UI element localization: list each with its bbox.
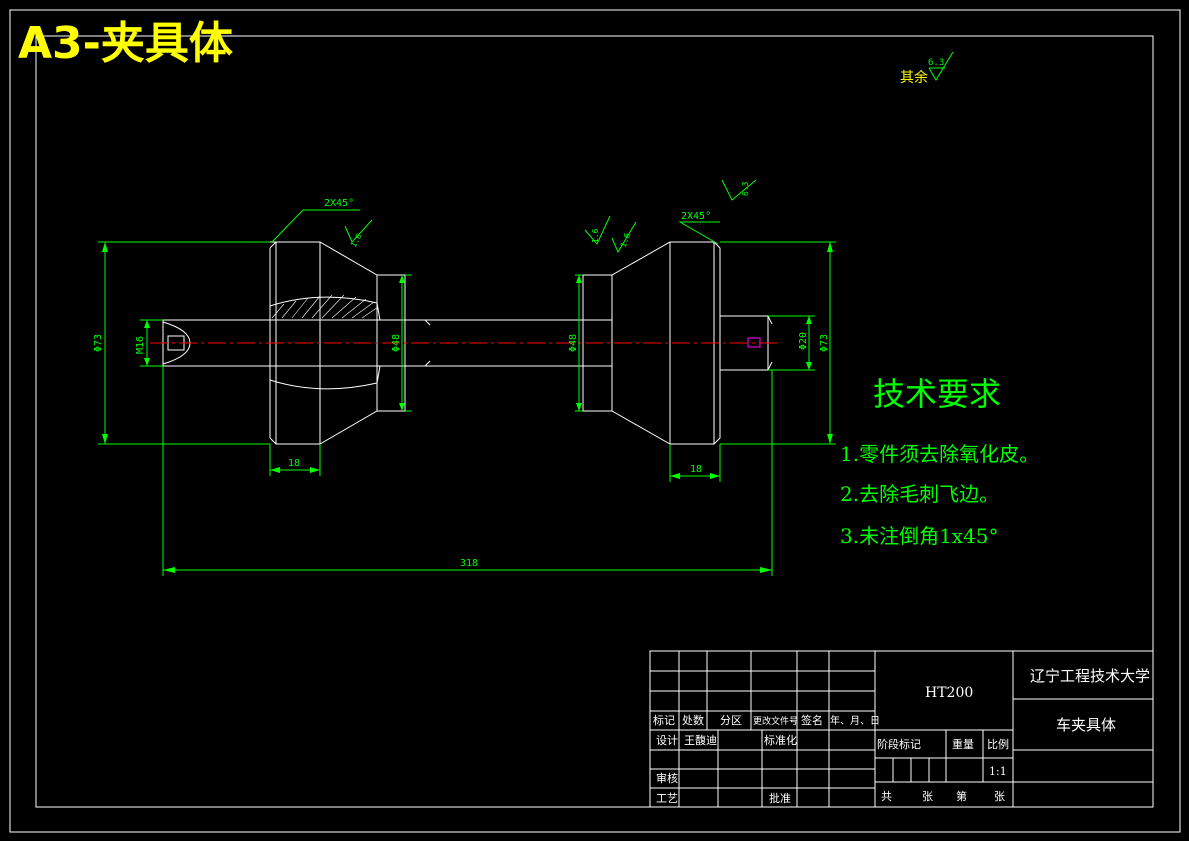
label-change-doc: 更改文件号 [753, 715, 798, 727]
tech-req-item: 2.去除毛刺飞边。 [840, 482, 999, 506]
label-total: 共 [881, 790, 892, 803]
roughness-face-value: 6.3 [741, 181, 750, 196]
right-part [424, 241, 773, 445]
label-approve: 批准 [769, 791, 791, 805]
label-scale: 比例 [987, 737, 1009, 751]
tech-req-title: 技术要求 [873, 375, 1001, 413]
dimension-arrows [102, 242, 833, 573]
label-zone: 分区 [720, 714, 742, 727]
dimension-lines [98, 209, 836, 576]
roughness-general-value: 6.3 [928, 58, 944, 68]
label-stage: 阶段标记 [877, 737, 921, 751]
roughness-mid-a-value: 1.6 [591, 228, 600, 243]
label-count: 处数 [682, 714, 704, 727]
roughness-left-value: 1.6 [349, 232, 364, 249]
label-sheets-a: 张 [922, 790, 933, 803]
dia-right-small-label: Φ20 [798, 332, 809, 350]
width-right-label: 18 [690, 464, 702, 475]
outer-border [9, 9, 1181, 833]
tech-req-item: 1.零件须去除氧化皮。 [840, 442, 1039, 466]
chamfer-left-label: 2X45° [324, 198, 354, 209]
dia-right-inner-label: Φ48 [568, 334, 579, 352]
part-roughness-marks [344, 179, 757, 254]
label-date: 年、月、日 [830, 714, 880, 727]
drawing-title: A3-夹具体 [18, 18, 233, 69]
label-design: 设计 [656, 734, 678, 747]
width-left-label: 18 [288, 458, 300, 469]
tech-req-item: 3.未注倒角1x45° [840, 524, 999, 548]
label-sheets-b: 张 [994, 790, 1005, 803]
label-mark: 标记 [653, 713, 675, 727]
dia-left-outer-label: Φ73 [93, 334, 104, 352]
scale-value: 1:1 [989, 765, 1007, 778]
inner-border [35, 35, 1154, 808]
general-roughness-mark: 其余 6.3 [900, 51, 954, 86]
technical-requirements: 技术要求 1.零件须去除氧化皮。 2.去除毛刺飞边。 3.未注倒角1x45° [840, 375, 1039, 548]
chamfer-right-label: 2X45° [681, 211, 711, 222]
thread-left-label: M16 [135, 336, 146, 354]
part-name: 车夹具体 [1056, 716, 1116, 734]
label-process: 工艺 [656, 792, 678, 805]
dia-right-outer-label: Φ73 [819, 334, 830, 352]
title-block-labels: 标记 处数 分区 更改文件号 签名 年、月、日 设计 王馥迪 标准化 阶段标记 … [653, 713, 1009, 805]
label-review: 审核 [656, 771, 678, 785]
designer-name: 王馥迪 [684, 733, 717, 747]
material-label: HT200 [925, 685, 973, 701]
school-name: 辽宁工程技术大学 [1030, 667, 1150, 685]
label-signature: 签名 [801, 713, 823, 727]
roughness-prefix: 其余 [900, 69, 928, 86]
dia-left-inner-label: Φ48 [391, 334, 402, 352]
label-sheet-no: 第 [956, 789, 967, 803]
left-hatching [271, 294, 379, 319]
label-weight: 重量 [952, 737, 974, 751]
roughness-mid-b-value: 1.6 [619, 232, 632, 249]
label-standard: 标准化 [764, 733, 797, 747]
title-block [649, 650, 1154, 808]
overall-length-label: 318 [460, 558, 478, 569]
